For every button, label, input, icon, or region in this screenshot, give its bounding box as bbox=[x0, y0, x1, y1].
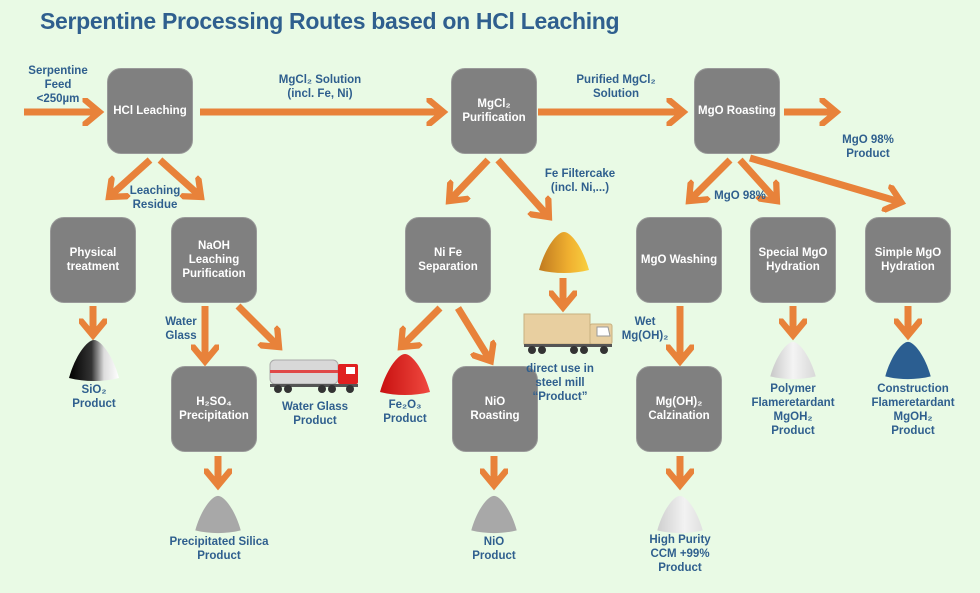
node-physical-treatment: Physical treatment bbox=[50, 217, 136, 303]
product-polymer-flameretardant: Polymer Flameretardant MgOH₂ Product bbox=[751, 383, 835, 437]
sio2-pile-icon bbox=[69, 340, 119, 381]
node-naoh-leaching: NaOH Leaching Purification bbox=[171, 217, 257, 303]
product-sio2: SiO₂ Product bbox=[72, 384, 116, 410]
node-nife-separation: Ni Fe Separation bbox=[405, 217, 491, 303]
arrow-mgcl2-to-nife bbox=[450, 157, 491, 200]
construction-pile-icon bbox=[885, 341, 931, 380]
label-leaching-residue: Leaching Residue bbox=[129, 185, 181, 211]
product-steel-mill: direct use in steel mill “Product” bbox=[526, 363, 594, 403]
arrow-nife-to-fe2o3 bbox=[402, 305, 443, 346]
product-water-glass: Water Glass Product bbox=[281, 401, 349, 427]
node-nio-roasting: NiO Roasting bbox=[452, 366, 538, 452]
label-fe-filtercake: Fe Filtercake (incl. Ni,...) bbox=[544, 168, 616, 194]
node-simple-mgo-hydration: Simple MgO Hydration bbox=[865, 217, 951, 303]
fe2o3-pile-icon bbox=[380, 354, 430, 395]
precipitated-silica-pile-icon bbox=[195, 495, 241, 534]
arrow-hcl-to-naoh bbox=[157, 157, 200, 196]
arrow-roasting-to-washing bbox=[690, 157, 733, 200]
product-fe2o3: Fe₂O₃ Product bbox=[383, 399, 427, 425]
label-mgo-98: MgO 98% bbox=[714, 190, 766, 202]
arrow-roasting-to-simple bbox=[749, 154, 900, 202]
nio-pile-icon bbox=[471, 495, 517, 534]
tanker-truck-icon bbox=[269, 359, 358, 393]
polymer-pile-icon bbox=[770, 341, 816, 380]
product-construction-flameretardant: Construction Flameretardant MgOH₂ Produc… bbox=[871, 383, 955, 437]
arrow-naoh-to-truck bbox=[235, 303, 278, 346]
diagram-title: Serpentine Processing Routes based on HC… bbox=[40, 8, 620, 34]
node-special-mgo-hydration: Special MgO Hydration bbox=[750, 217, 836, 303]
label-purified-mgcl2: Purified MgCl₂ Solution bbox=[576, 74, 656, 100]
label-mgcl2-solution: MgCl₂ Solution (incl. Fe, Ni) bbox=[278, 74, 362, 100]
arrow-roasting-to-special bbox=[737, 157, 776, 200]
product-nio: NiO Product bbox=[472, 536, 516, 562]
box-truck-icon bbox=[523, 313, 613, 354]
label-serpentine-feed: Serpentine Feed <250µm bbox=[28, 65, 88, 105]
arrow-nife-to-nio bbox=[455, 306, 490, 360]
node-hcl-leaching: HCl Leaching bbox=[107, 68, 193, 154]
filtercake-pile-icon bbox=[539, 232, 589, 273]
label-wet-mgoh2: Wet Mg(OH)₂ bbox=[621, 316, 669, 342]
node-mgo-roasting: MgO Roasting bbox=[694, 68, 780, 154]
node-mgoh2-calzination: Mg(OH)₂ Calzination bbox=[636, 366, 722, 452]
product-high-purity-ccm: High Purity CCM +99% Product bbox=[649, 534, 711, 574]
node-h2so4-precipitation: H₂SO₄ Precipitation bbox=[171, 366, 257, 452]
node-mgo-washing: MgO Washing bbox=[636, 217, 722, 303]
label-water-glass: Water Glass bbox=[165, 316, 197, 342]
label-mgo-98-product: MgO 98% Product bbox=[842, 134, 894, 160]
node-mgcl2-purification: MgCl₂ Purification bbox=[451, 68, 537, 154]
product-precipitated-silica: Precipitated Silica Product bbox=[169, 536, 269, 562]
arrow-mgcl2-to-filtercake bbox=[495, 157, 548, 216]
high-purity-pile-icon bbox=[657, 495, 703, 534]
arrow-hcl-to-physical bbox=[110, 157, 153, 196]
